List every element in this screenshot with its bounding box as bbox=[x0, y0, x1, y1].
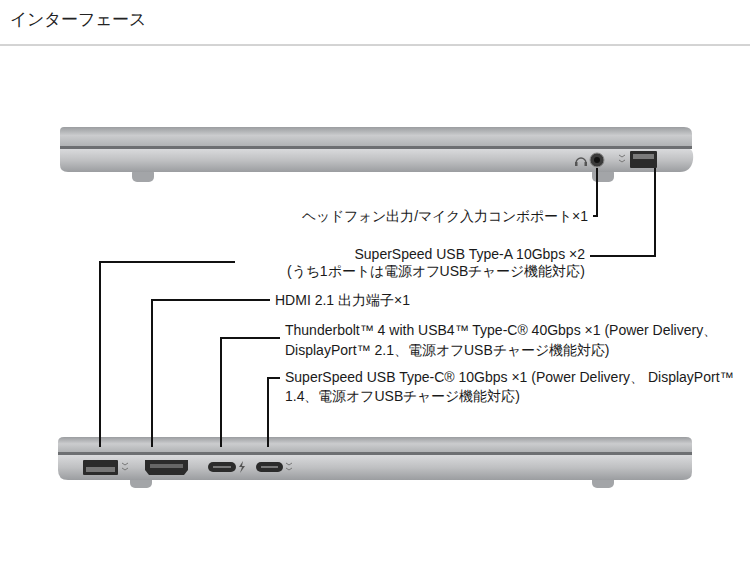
port-label: Thunderbolt™ 4 with USB4™ Type-C® 40Gbps… bbox=[285, 320, 743, 360]
lid bbox=[58, 437, 692, 452]
hdmi-port bbox=[145, 460, 188, 475]
leader-line bbox=[590, 168, 655, 256]
base bbox=[60, 149, 693, 172]
seam bbox=[60, 146, 692, 149]
usb-a-port bbox=[633, 154, 654, 159]
lid bbox=[60, 127, 692, 146]
leader-line bbox=[221, 338, 280, 447]
leader-line bbox=[152, 300, 270, 447]
usb-icon bbox=[619, 155, 625, 162]
thunderbolt-port bbox=[213, 466, 231, 468]
audio-jack bbox=[594, 157, 600, 163]
leader-line bbox=[100, 262, 235, 447]
port-label: ヘッドフォン出力/マイク入力コンボポート×1 bbox=[302, 207, 588, 225]
laptop-right-side bbox=[60, 127, 693, 182]
usb-c-port bbox=[261, 466, 278, 468]
title-rule bbox=[0, 45, 750, 46]
hdmi-port bbox=[150, 464, 183, 468]
thunderbolt-icon bbox=[239, 461, 245, 473]
usb-icon bbox=[122, 463, 128, 470]
port-label: HDMI 2.1 出力端子×1 bbox=[275, 291, 410, 309]
port-label: SuperSpeed USB Type-A 10Gbps ×2 (うち1ポートは… bbox=[240, 246, 585, 280]
leader-line bbox=[593, 168, 597, 216]
leader-lines bbox=[100, 168, 655, 447]
thunderbolt-port bbox=[208, 462, 236, 472]
base bbox=[58, 455, 692, 480]
audio-jack bbox=[590, 153, 604, 167]
laptop-left-side bbox=[58, 437, 692, 488]
page-title: インターフェース bbox=[10, 9, 146, 31]
usb-a-port bbox=[630, 151, 657, 168]
usb-c-port bbox=[256, 462, 283, 472]
headphone-icon bbox=[575, 162, 578, 166]
leader-line bbox=[268, 378, 280, 447]
usb-a-port bbox=[86, 467, 115, 472]
headphone-icon bbox=[585, 162, 588, 166]
usb-icon bbox=[286, 463, 292, 470]
seam bbox=[58, 452, 692, 455]
port-label: SuperSpeed USB Type-C® 10Gbps ×1 (Power … bbox=[285, 368, 743, 406]
usb-a-port bbox=[83, 460, 118, 475]
